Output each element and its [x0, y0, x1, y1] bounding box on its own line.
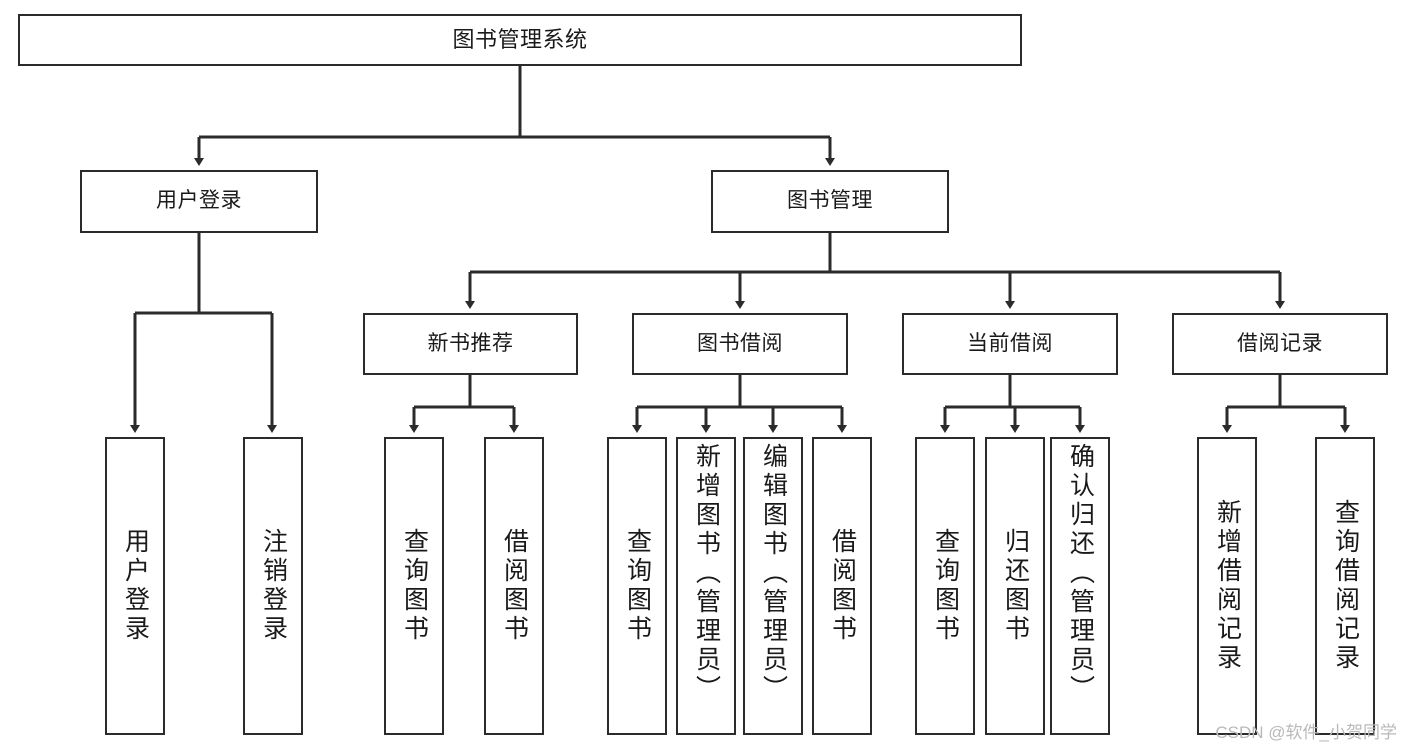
node-label: 编辑图书（管理员） [759, 443, 788, 704]
node-label: 图书借阅 [697, 331, 783, 355]
node-book-borrow[interactable]: 图书借阅 [632, 313, 848, 375]
node-label: 注销登录 [259, 528, 288, 644]
leaf-book-borrow-lend[interactable]: 借阅图书 [812, 437, 872, 735]
leaf-current-borrow-query[interactable]: 查询图书 [915, 437, 975, 735]
leaf-user-login-login[interactable]: 用户登录 [105, 437, 165, 735]
node-label: 查询借阅记录 [1331, 499, 1360, 673]
node-label: 新增借阅记录 [1213, 499, 1242, 673]
node-label: 当前借阅 [967, 331, 1053, 355]
node-borrow-record[interactable]: 借阅记录 [1172, 313, 1388, 375]
node-label: 查询图书 [623, 528, 652, 644]
leaf-borrow-record-add[interactable]: 新增借阅记录 [1197, 437, 1257, 735]
node-new-book-recommend[interactable]: 新书推荐 [363, 313, 578, 375]
node-label: 新书推荐 [427, 331, 514, 355]
node-current-borrow[interactable]: 当前借阅 [902, 313, 1118, 375]
leaf-new-book-borrow[interactable]: 借阅图书 [484, 437, 544, 735]
node-label: 借阅图书 [828, 528, 857, 644]
node-label: 图书管理 [787, 189, 873, 213]
leaf-book-borrow-edit[interactable]: 编辑图书（管理员） [743, 437, 803, 735]
node-label: 查询图书 [400, 528, 429, 644]
leaf-book-borrow-query[interactable]: 查询图书 [607, 437, 667, 735]
node-book-management[interactable]: 图书管理 [711, 170, 949, 233]
leaf-current-borrow-return[interactable]: 归还图书 [985, 437, 1045, 735]
node-label: 查询图书 [931, 528, 960, 644]
node-label: 新增图书（管理员） [692, 443, 721, 704]
node-label: 确认归还（管理员） [1066, 443, 1095, 704]
node-label: 借阅记录 [1237, 331, 1323, 355]
leaf-new-book-query[interactable]: 查询图书 [384, 437, 444, 735]
node-label: 用户登录 [156, 189, 242, 213]
csdn-watermark: CSDN @软件_小贺同学 [1215, 723, 1397, 742]
node-label: 用户登录 [121, 528, 150, 644]
node-root-system[interactable]: 图书管理系统 [18, 14, 1022, 66]
leaf-borrow-record-query[interactable]: 查询借阅记录 [1315, 437, 1375, 735]
node-user-login[interactable]: 用户登录 [80, 170, 318, 233]
leaf-current-borrow-confirm-return[interactable]: 确认归还（管理员） [1050, 437, 1110, 735]
node-label: 归还图书 [1001, 528, 1030, 644]
leaf-book-borrow-add[interactable]: 新增图书（管理员） [676, 437, 736, 735]
node-label: 图书管理系统 [452, 27, 588, 53]
node-label: 借阅图书 [500, 528, 529, 644]
leaf-user-login-logout[interactable]: 注销登录 [243, 437, 303, 735]
